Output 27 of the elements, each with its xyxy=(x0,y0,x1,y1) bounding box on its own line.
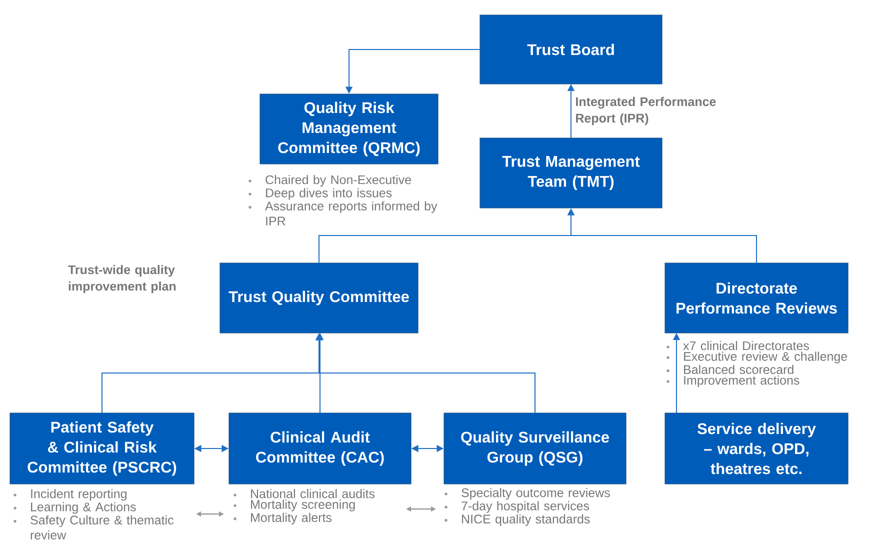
bullet-item: Balanced scorecard xyxy=(666,364,794,374)
committee-box: Quality Risk Management Committee (QRMC) xyxy=(260,94,438,164)
bullet-item: Assurance reports informed by IPR xyxy=(248,201,438,226)
committee-box: Service delivery – wards, OPD, theatres etc. xyxy=(664,412,848,484)
bullet-item: Executive review & challenge xyxy=(666,352,848,364)
bullet-item: Safety Culture & thematic review xyxy=(14,515,174,540)
committee-box: Trust Board xyxy=(480,14,662,84)
bullet-item: National clinical audits xyxy=(234,489,375,498)
committee-box: Patient Safety & Clinical Risk Committee (PSCRC) xyxy=(10,412,194,484)
bullet-item: Chaired by Non-Executive xyxy=(248,175,412,187)
note-text: Trust-wide quality improvement plan xyxy=(68,265,176,294)
bullet-item: Incident reporting xyxy=(14,489,126,501)
bullet-item: Improvement actions xyxy=(666,376,800,388)
committee-box: Directorate Performance Reviews xyxy=(664,262,848,334)
bullet-item: x7 clinical Directorates xyxy=(666,341,809,350)
bullet-item: Learning & Actions xyxy=(14,502,136,514)
committee-box: Trust Management Team (TMT) xyxy=(480,138,662,208)
bullet-item: Deep dives into issues xyxy=(248,188,392,200)
bullet-item: NICE quality standards xyxy=(444,514,590,526)
edge-label: Integrated Performance Report (IPR) xyxy=(576,96,716,126)
committee-box: Clinical Audit Committee (CAC) xyxy=(228,412,412,484)
bullet-item: Specialty outcome reviews xyxy=(444,488,610,500)
committee-box: Trust Quality Committee xyxy=(220,262,418,334)
bullet-item: 7-day hospital services xyxy=(444,501,590,513)
committee-box: Quality Surveillance Group (QSG) xyxy=(444,412,626,484)
bullet-item: Mortality alerts xyxy=(234,512,332,524)
bullet-item: Mortality screening xyxy=(234,500,355,512)
